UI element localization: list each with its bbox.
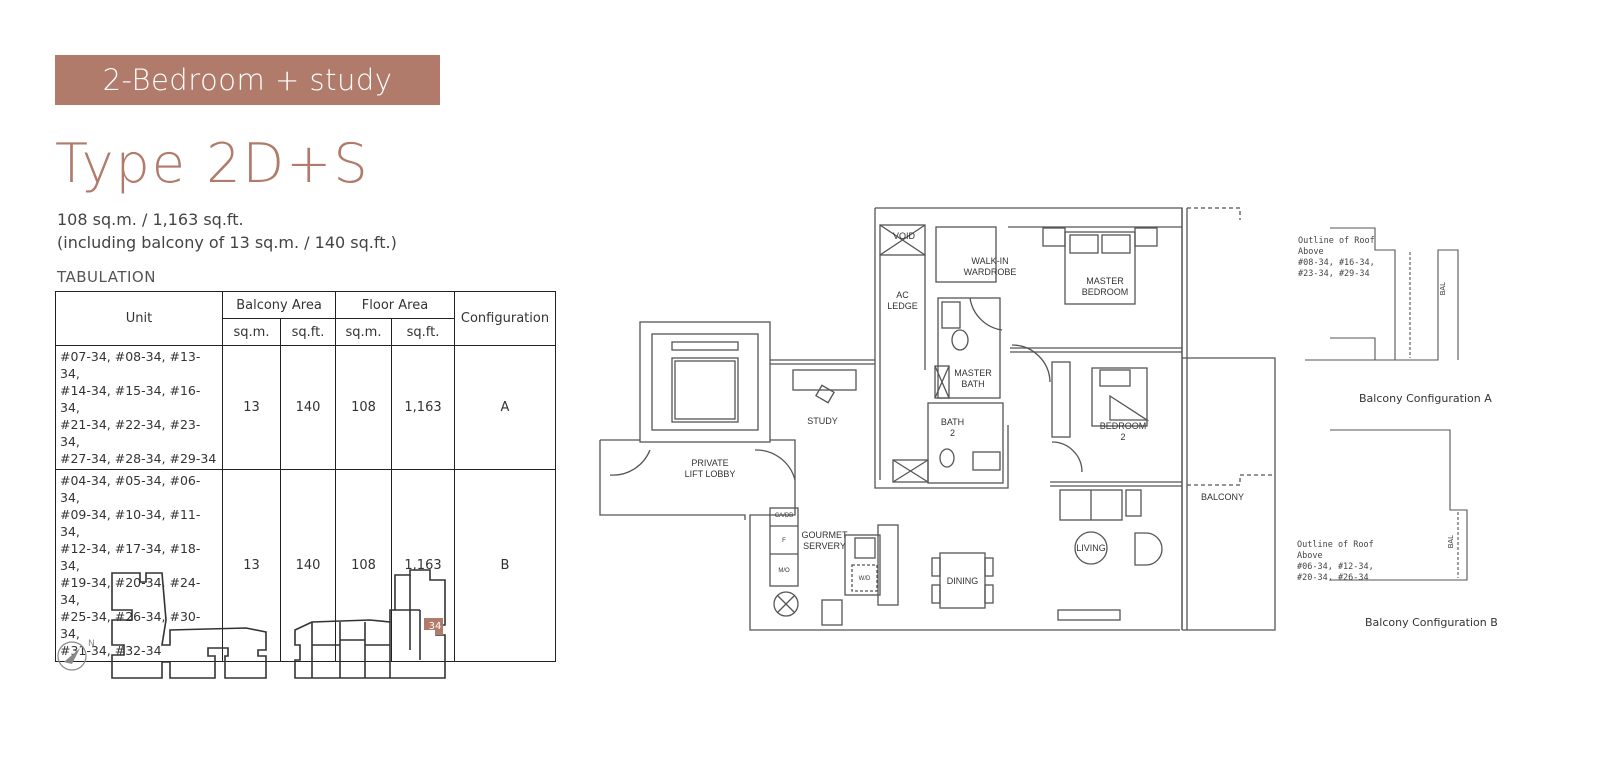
- unit-line: #19-34, #20-34, #24-34,: [60, 575, 201, 607]
- config-b-caption: Balcony Configuration B: [1365, 616, 1498, 629]
- unit-line: #09-34, #10-34, #11-34,: [60, 507, 201, 539]
- table-row: #07-34, #08-34, #13-34, #14-34, #15-34, …: [55, 345, 556, 470]
- unit-line: #12-34, #17-34, #18-34,: [60, 541, 201, 573]
- unit-line: #14-34, #15-34, #16-34,: [60, 383, 201, 415]
- room-lift-lobby-line1: PRIVATE: [691, 458, 729, 468]
- room-gourmet-line2: SERVERY: [803, 541, 846, 551]
- room-balcony: BALCONY: [1200, 492, 1244, 502]
- config-b-note-line: Outline of Roof: [1297, 540, 1374, 550]
- config-a-note-line: Outline of Roof: [1298, 236, 1375, 246]
- room-bedroom-2-line1: BEDROOM: [1099, 421, 1147, 431]
- table-row: #04-34, #05-34, #06-34, #09-34, #10-34, …: [55, 469, 556, 662]
- unit-type-title: Type 2D+S: [55, 132, 370, 195]
- room-walk-in-line1: WALK-IN: [971, 256, 1009, 266]
- room-bath-2-line2: 2: [949, 428, 955, 438]
- room-master-bedroom-line2: BEDROOM: [1081, 287, 1129, 297]
- balcony-sqft: 140: [280, 345, 336, 470]
- room-dining: DINING: [946, 576, 979, 586]
- room-lift-lobby-line2: LIFT LOBBY: [684, 469, 736, 479]
- room-master-bedroom-line1: MASTER: [1086, 276, 1124, 286]
- config-b-note-line: #06-34, #12-34,: [1297, 562, 1374, 572]
- label-washer-dryer: W/D: [858, 576, 871, 582]
- total-area: 108 sq.m. / 1,163 sq.ft.: [57, 210, 244, 229]
- floor-sqm: 108: [335, 469, 392, 662]
- configuration: B: [454, 469, 556, 662]
- config-a-bal-label: BAL: [1440, 282, 1447, 296]
- room-living: LIVING: [1076, 543, 1106, 553]
- config-a-caption: Balcony Configuration A: [1359, 392, 1492, 405]
- config-a-roof-note: Outline of Roof Above #08-34, #16-34, #2…: [1298, 236, 1375, 280]
- north-label: N: [88, 639, 95, 649]
- room-void: VOID: [892, 231, 915, 241]
- highlighted-unit: [424, 618, 443, 635]
- site-key-plan: 34 N: [57, 569, 446, 679]
- config-a-note-line: #08-34, #16-34,: [1298, 258, 1375, 268]
- label-microwave-oven: M/O: [778, 568, 790, 574]
- north-arrow-icon: N: [57, 639, 95, 671]
- unit-line: #27-34, #28-34, #29-34: [60, 451, 217, 466]
- room-walk-in-line2: WARDROBE: [963, 267, 1017, 277]
- config-b-note-line: Above: [1297, 551, 1323, 561]
- config-a-note-line: #23-34, #29-34: [1298, 269, 1370, 279]
- room-master-bath-line2: BATH: [961, 379, 985, 389]
- header-floor-sqft: sq.ft.: [391, 318, 455, 346]
- unit-line: #21-34, #22-34, #23-34,: [60, 417, 201, 449]
- header-configuration: Configuration: [454, 291, 556, 346]
- balcony-sqm: 13: [222, 345, 281, 470]
- room-study: STUDY: [807, 416, 838, 426]
- unit-line: #07-34, #08-34, #13-34,: [60, 349, 201, 381]
- config-b-note-line: #20-34, #26-34: [1297, 573, 1369, 583]
- header-floor-area: Floor Area: [335, 291, 455, 319]
- header-floor-sqm: sq.m.: [335, 318, 392, 346]
- unit-list: #07-34, #08-34, #13-34, #14-34, #15-34, …: [55, 345, 223, 470]
- config-b-roof-note: Outline of Roof Above #06-34, #12-34, #2…: [1297, 540, 1374, 584]
- tabulation-table: Unit Balcony Area Floor Area Configurati…: [55, 291, 556, 662]
- floor-sqm: 108: [335, 345, 392, 470]
- floor-sqft: 1,163: [391, 345, 455, 470]
- label-ca-db: CA/DB: [774, 513, 794, 519]
- room-master-bath-line1: MASTER: [954, 368, 992, 378]
- highlighted-unit-label: 34: [429, 621, 442, 632]
- tabulation-label: TABULATION: [57, 268, 156, 286]
- header-balcony-sqft: sq.ft.: [280, 318, 336, 346]
- config-a-note-line: Above: [1298, 247, 1324, 257]
- unit-category-banner: 2-Bedroom + study: [55, 55, 440, 105]
- header-unit: Unit: [55, 291, 223, 346]
- unit-line: #04-34, #05-34, #06-34,: [60, 473, 201, 505]
- configuration: A: [454, 345, 556, 470]
- balcony-sqft: 140: [280, 469, 336, 662]
- room-bedroom-2-line2: 2: [1120, 432, 1126, 442]
- header-balcony-sqm: sq.m.: [222, 318, 281, 346]
- room-gourmet-line1: GOURMET: [801, 530, 848, 540]
- room-ac-ledge-line2: LEDGE: [887, 301, 918, 311]
- header-balcony-area: Balcony Area: [222, 291, 336, 319]
- label-fridge: F: [782, 538, 786, 544]
- config-b-bal-label: BAL: [1448, 535, 1455, 549]
- room-ac-ledge-line1: AC: [896, 290, 909, 300]
- balcony-area-note: (including balcony of 13 sq.m. / 140 sq.…: [57, 233, 397, 252]
- room-bath-2-line1: BATH: [940, 417, 965, 427]
